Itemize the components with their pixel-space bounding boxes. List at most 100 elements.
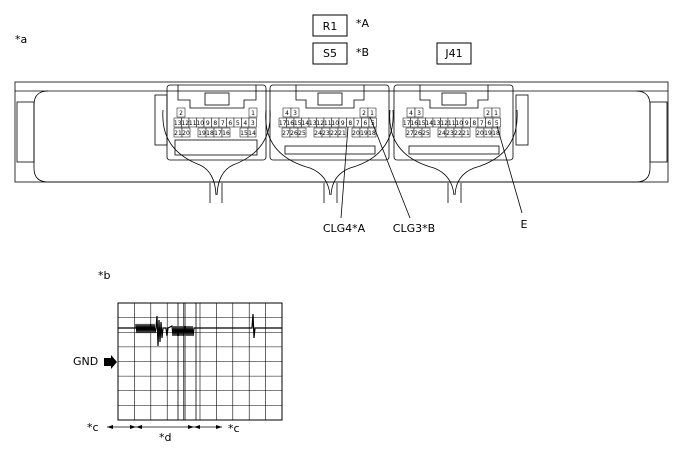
pin-number: 8 bbox=[213, 120, 217, 127]
pin-number: 25 bbox=[298, 130, 306, 137]
clg3-leader bbox=[369, 116, 411, 219]
connector-r1-label: R1 bbox=[323, 20, 338, 33]
connector-housing bbox=[14, 81, 669, 183]
pin-number: 7 bbox=[480, 120, 484, 127]
pin-number: 14 bbox=[425, 120, 433, 127]
pin-number: 20 bbox=[352, 130, 360, 137]
pin-number: 21 bbox=[338, 130, 346, 137]
span-c-left-label: *c bbox=[87, 421, 99, 434]
r1-box bbox=[312, 14, 348, 37]
pin-number: 26 bbox=[414, 130, 422, 137]
pin-number: 15 bbox=[294, 120, 302, 127]
pin-cell bbox=[491, 127, 501, 138]
pin-number: 18 bbox=[206, 130, 214, 137]
pin-cell bbox=[492, 117, 501, 128]
gnd-arrow-icon bbox=[104, 355, 117, 369]
pin-cell bbox=[368, 117, 377, 128]
pin-number: 7 bbox=[356, 120, 360, 127]
pin-number: 9 bbox=[465, 120, 469, 127]
pin-number: 7 bbox=[221, 120, 225, 127]
e-leader bbox=[496, 125, 523, 214]
mark-b-label: *B bbox=[356, 46, 369, 59]
pin-number: 22 bbox=[454, 130, 462, 137]
pin-number: 24 bbox=[438, 130, 446, 137]
clg3-label: CLG3*B bbox=[393, 222, 435, 235]
pin-cell bbox=[181, 127, 191, 138]
connector-j41-label: J41 bbox=[444, 47, 462, 60]
pin-number: 8 bbox=[472, 120, 476, 127]
pin-number: 10 bbox=[455, 120, 463, 127]
pin-number: 20 bbox=[476, 130, 484, 137]
pin-number: 14 bbox=[248, 130, 256, 137]
pin-cell bbox=[248, 107, 258, 118]
pin-cell bbox=[247, 127, 257, 138]
pin-number: 21 bbox=[462, 130, 470, 137]
pin-number: 10 bbox=[196, 120, 204, 127]
clg4-leader bbox=[340, 126, 349, 219]
pin-number: 9 bbox=[206, 120, 210, 127]
pin-cell bbox=[290, 107, 300, 118]
time-span-markers bbox=[107, 425, 222, 429]
pin-number: 11 bbox=[448, 120, 456, 127]
pin-number: 12 bbox=[316, 120, 324, 127]
pin-number: 2 bbox=[362, 110, 366, 117]
pin-number: 4 bbox=[243, 120, 247, 127]
pin-cell bbox=[491, 107, 501, 118]
pin-cell bbox=[176, 107, 186, 118]
pin-number: 3 bbox=[293, 110, 297, 117]
pin-number: 9 bbox=[341, 120, 345, 127]
pin-number: 19 bbox=[198, 130, 206, 137]
pin-number: 2 bbox=[486, 110, 490, 117]
pin-number: 15 bbox=[418, 120, 426, 127]
pin-number: 19 bbox=[484, 130, 492, 137]
pin-number: 17 bbox=[403, 120, 411, 127]
pin-number: 25 bbox=[422, 130, 430, 137]
pin-number: 6 bbox=[487, 120, 491, 127]
pin-number: 14 bbox=[301, 120, 309, 127]
pin-number: 1 bbox=[370, 110, 374, 117]
pin-cell bbox=[297, 127, 307, 138]
clg4-label: CLG4*A bbox=[323, 222, 366, 235]
pin-cell bbox=[421, 127, 431, 138]
pin-number: 16 bbox=[222, 130, 230, 137]
pin-number: 27 bbox=[282, 130, 290, 137]
pin-number: 4 bbox=[409, 110, 413, 117]
pin-number: 22 bbox=[330, 130, 338, 137]
pin-cell bbox=[337, 127, 347, 138]
e-label: E bbox=[521, 218, 528, 231]
waveform-trace bbox=[118, 313, 282, 347]
pin-number: 6 bbox=[363, 120, 367, 127]
pin-cell bbox=[221, 127, 231, 138]
pin-number: 20 bbox=[182, 130, 190, 137]
pin-number: 12 bbox=[440, 120, 448, 127]
view-b-label: *b bbox=[98, 269, 111, 282]
pin-number: 13 bbox=[433, 120, 441, 127]
pin-number: 1 bbox=[251, 110, 255, 117]
span-d-label: *d bbox=[159, 431, 171, 444]
pin-number: 3 bbox=[417, 110, 421, 117]
pin-number: 27 bbox=[406, 130, 414, 137]
pin-number: 12 bbox=[181, 120, 189, 127]
pin-number: 1 bbox=[494, 110, 498, 117]
pin-number: 17 bbox=[214, 130, 222, 137]
pin-cell bbox=[248, 117, 257, 128]
pin-number: 13 bbox=[309, 120, 317, 127]
pin-number: 5 bbox=[236, 120, 240, 127]
gnd-label: GND bbox=[73, 355, 98, 368]
pin-cell bbox=[367, 107, 377, 118]
pin-number: 8 bbox=[348, 120, 352, 127]
pin-number: 23 bbox=[322, 130, 330, 137]
pin-number: 2 bbox=[179, 110, 183, 117]
pin-number: 6 bbox=[228, 120, 232, 127]
pin-number: 11 bbox=[324, 120, 332, 127]
pin-number: 19 bbox=[360, 130, 368, 137]
s5-box bbox=[312, 42, 348, 65]
pin-number: 3 bbox=[251, 120, 255, 127]
connector-s5-label: S5 bbox=[323, 47, 337, 60]
pin-cell bbox=[461, 127, 471, 138]
span-c-right-label: *c bbox=[228, 422, 240, 435]
